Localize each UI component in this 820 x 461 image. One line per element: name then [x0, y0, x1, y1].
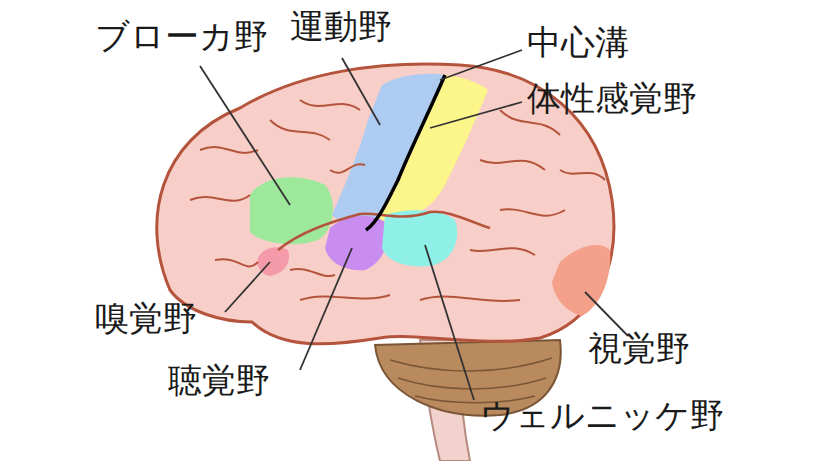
area-label: 体性感覚野: [527, 80, 697, 117]
area-label: 運動野: [290, 8, 392, 45]
central-sulcus: [366, 75, 445, 230]
area-label: 嗅覚野: [95, 300, 197, 337]
wernicke-area: [382, 210, 457, 266]
auditory-area: [325, 216, 388, 271]
area-label: ウェルニッケ野: [480, 397, 724, 434]
area-label: 聴覚野: [168, 362, 270, 399]
area-label: ブローカ野: [95, 18, 268, 55]
visual-area: [552, 245, 610, 316]
gyri: [190, 100, 605, 301]
area-label: 中心溝: [527, 24, 629, 61]
area-label: 視覚野: [588, 330, 690, 367]
broca-area: [250, 177, 333, 244]
lateral-sulcus: [278, 212, 490, 250]
somatosensory-area: [366, 75, 488, 230]
